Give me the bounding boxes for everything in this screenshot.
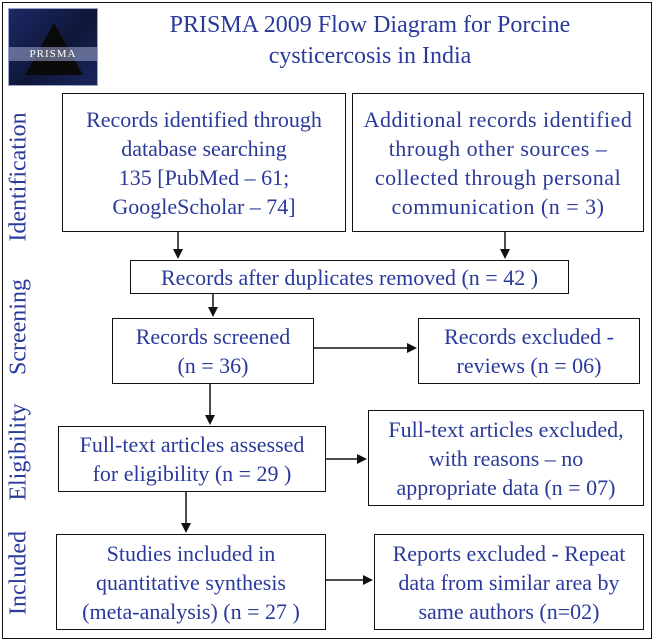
box-records-screened-text: Records screened (n = 36)	[135, 324, 291, 378]
box-database-records: Records identified through database sear…	[62, 93, 346, 232]
box-records-excluded: Records excluded - reviews (n = 06)	[418, 318, 640, 384]
diagram-title: PRISMA 2009 Flow Diagram for Porcine cys…	[105, 10, 635, 72]
box-fulltext-assessed-text: Full-text articles assessed for eligibil…	[79, 432, 305, 486]
box-after-duplicates-text: Records after duplicates removed (n = 42…	[160, 264, 539, 290]
prisma-logo: PRISMA	[8, 8, 98, 86]
box-additional-records: Additional records identified through ot…	[352, 93, 644, 232]
box-reports-excluded: Reports excluded - Repeat data from simi…	[374, 534, 644, 630]
box-records-screened: Records screened (n = 36)	[112, 318, 314, 384]
box-database-records-text: Records identified through database sear…	[86, 106, 322, 219]
box-after-duplicates: Records after duplicates removed (n = 42…	[130, 260, 569, 294]
box-fulltext-excluded-text: Full-text articles excluded, with reason…	[388, 416, 624, 500]
diagram-title-text: PRISMA 2009 Flow Diagram for Porcine cys…	[169, 12, 571, 69]
box-additional-records-text: Additional records identified through ot…	[363, 106, 633, 219]
box-studies-included: Studies included in quantitative synthes…	[56, 534, 326, 630]
box-studies-included-text: Studies included in quantitative synthes…	[82, 540, 300, 624]
logo-text: PRISMA	[9, 47, 97, 61]
box-fulltext-assessed: Full-text articles assessed for eligibil…	[58, 426, 326, 492]
box-records-excluded-text: Records excluded - reviews (n = 06)	[444, 324, 614, 378]
box-reports-excluded-text: Reports excluded - Repeat data from simi…	[392, 540, 626, 624]
box-fulltext-excluded: Full-text articles excluded, with reason…	[368, 410, 644, 506]
